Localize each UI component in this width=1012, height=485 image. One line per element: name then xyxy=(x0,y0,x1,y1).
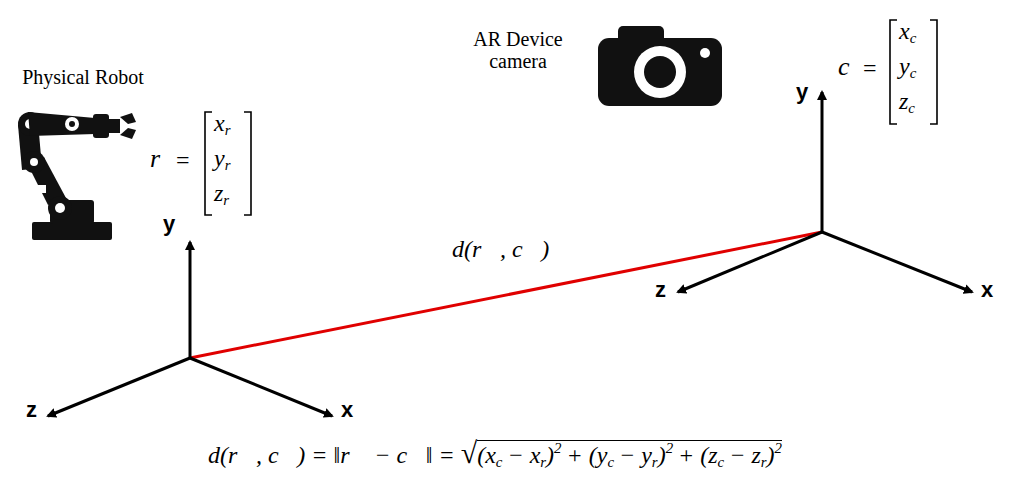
subscript: c xyxy=(496,454,503,470)
axis-label: y xyxy=(163,212,175,236)
axis-label: z xyxy=(26,398,37,422)
robot-frame xyxy=(48,242,332,416)
camera-frame xyxy=(678,92,972,292)
distance-formula: d(r⃗, c⃗) = ‖r⃗ − c⃗‖ =√(xc− xr)2+ (yc− … xyxy=(208,436,782,469)
formula-term: ) xyxy=(546,442,554,468)
vector-entry: yr xyxy=(214,145,230,171)
axis-label: x xyxy=(981,278,993,302)
radicand: (xc− xr)2+ (yc− yr)2+ (zc− zr)2 xyxy=(477,440,782,468)
formula-term: z xyxy=(214,180,223,206)
subscript: r xyxy=(225,157,231,173)
formula-term: y xyxy=(214,145,225,171)
formula-term: ) xyxy=(767,442,775,468)
subscript: c xyxy=(718,454,725,470)
root-sign: √ xyxy=(461,436,477,469)
camera-icon xyxy=(598,26,722,106)
axis-label: y xyxy=(796,80,808,104)
superscript: 2 xyxy=(666,440,673,456)
formula-term: x xyxy=(899,18,910,44)
axis-label: x xyxy=(341,398,353,422)
vector-entry: zr xyxy=(214,180,229,206)
subscript: r xyxy=(223,192,229,208)
vector-entry: zc xyxy=(899,88,915,114)
subscript: c xyxy=(910,30,917,46)
subscript: r xyxy=(540,454,546,470)
matrix-brackets xyxy=(205,20,937,215)
formula-term: − x xyxy=(507,442,540,468)
formula-term: + (z xyxy=(678,442,718,468)
formula-term: z xyxy=(899,88,908,114)
vector-symbol: r⃗ xyxy=(150,145,180,174)
superscript: 2 xyxy=(775,440,782,456)
subscript: c xyxy=(607,454,614,470)
formula-term: − y xyxy=(619,442,652,468)
subscript: c xyxy=(910,65,917,81)
equals-sign: = xyxy=(176,147,190,173)
subscript: r xyxy=(225,122,231,138)
formula-term: y xyxy=(899,53,910,79)
camera-label: AR Device camera xyxy=(448,28,588,72)
distance-label: d(r⃗, c⃗) xyxy=(452,236,549,262)
formula-term: x xyxy=(214,110,225,136)
vector-entry: xr xyxy=(214,110,230,136)
subscript: r xyxy=(652,454,658,470)
distance-line xyxy=(190,232,822,358)
formula-term: d(r⃗, c⃗) = ‖r⃗ − c⃗‖ = xyxy=(208,442,455,468)
equals-sign: = xyxy=(863,55,877,81)
formula-term: + (y xyxy=(567,442,608,468)
formula-term: ) xyxy=(658,442,666,468)
robot-icon xyxy=(18,112,136,240)
subscript: c xyxy=(908,100,915,116)
formula-term: (x xyxy=(477,442,496,468)
subscript: r xyxy=(761,454,767,470)
vector-entry: xc xyxy=(899,18,916,44)
vector-entry: yc xyxy=(899,53,916,79)
axis-label: z xyxy=(655,278,666,302)
robot-label: Physical Robot xyxy=(18,66,148,88)
formula-term: − z xyxy=(729,442,761,468)
superscript: 2 xyxy=(554,440,561,456)
